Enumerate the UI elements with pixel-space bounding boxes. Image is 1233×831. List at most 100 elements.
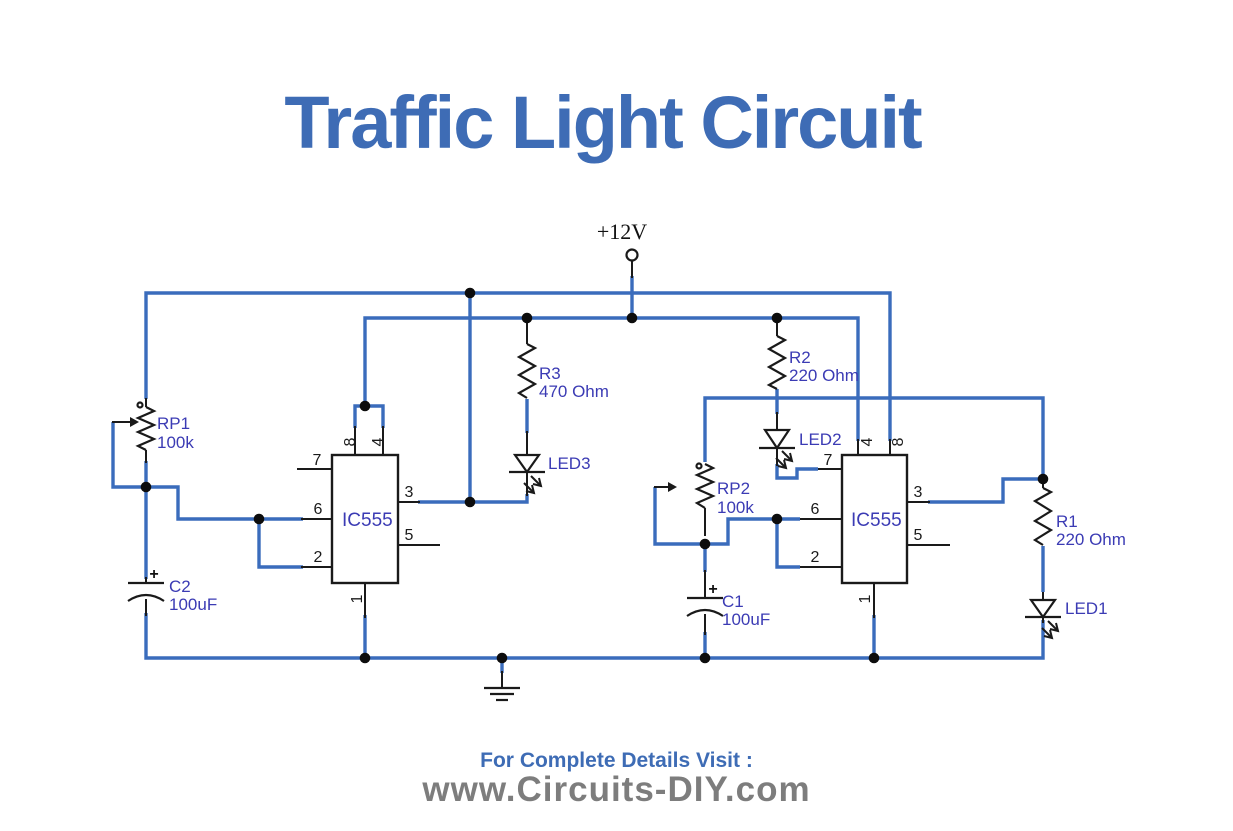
c2-plate-bottom (127, 593, 165, 602)
footer-visit-text: For Complete Details Visit : (480, 749, 753, 772)
ic2-label: IC555 (851, 510, 902, 531)
c2-value-label: 100uF (169, 595, 217, 614)
wire-ic2-pin2-branch (775, 519, 800, 569)
ic2-timer: IC555 7 6 2 3 5 4 8 1 (800, 437, 950, 618)
ic1-label: IC555 (342, 510, 393, 531)
c2-capacitor: + C2 100uF (127, 566, 217, 616)
r1-resistor: R1 220 Ohm (1032, 479, 1126, 549)
led2-ray2-icon (775, 457, 787, 469)
ic2-pin7-label: 7 (824, 452, 833, 469)
junction-dots (140, 287, 1049, 664)
led1-ray1-icon (1047, 620, 1059, 632)
rp1-terminal-mark (136, 401, 144, 409)
footer-site-text: www.Circuits-DIY.com (422, 770, 811, 809)
wire-bottom-rail (144, 613, 1045, 660)
rp1-wiper-arrow-icon (130, 417, 139, 427)
led3-ray2-head-icon (525, 484, 536, 495)
wire-ic1-pin2-branch (257, 519, 303, 569)
ic2-pin2-label: 2 (811, 549, 820, 566)
ic1-pin2-label: 2 (314, 549, 323, 566)
r1-zigzag (1032, 487, 1054, 546)
rp2-wiper-arrow-icon (668, 482, 677, 492)
c1-value-label: 100uF (722, 610, 770, 629)
junction-dot (521, 312, 533, 324)
rp2-zigzag (694, 463, 716, 509)
ic1-pin6-label: 6 (314, 501, 323, 518)
junction-dot (496, 652, 508, 664)
ic1-timer: IC555 7 6 2 3 5 8 4 1 (297, 426, 440, 618)
power-label: +12V (597, 219, 647, 244)
led2-ray1-icon (781, 450, 793, 462)
r1-ref-label: R1 (1056, 512, 1078, 531)
power-terminal: +12V (597, 219, 647, 278)
ic2-pin8-label: 8 (890, 437, 907, 446)
wire-led2-pin7 (775, 464, 818, 480)
junction-dot (771, 513, 783, 525)
page-title: Traffic Light Circuit (284, 81, 922, 164)
ground-symbol (484, 671, 520, 702)
led1: LED1 (1025, 592, 1108, 640)
c1-plate-bottom (686, 608, 724, 617)
rp2-ref-label: RP2 (717, 479, 750, 498)
led3-diode-icon (512, 453, 542, 474)
r3-ref-label: R3 (539, 364, 561, 383)
ic2-pin3-label: 3 (914, 484, 923, 501)
ic1-pin5-label: 5 (405, 527, 414, 544)
rp2-terminal-mark (695, 462, 703, 470)
junction-dot (699, 538, 711, 550)
led3: LED3 (509, 431, 591, 496)
r2-zigzag (766, 335, 788, 390)
ic2-pin5-label: 5 (914, 527, 923, 544)
ic2-body (840, 453, 909, 585)
junction-dot (253, 513, 265, 525)
led1-diode-icon (1028, 598, 1058, 619)
junction-dot (464, 496, 476, 508)
led3-ray2-icon (523, 482, 535, 494)
wire-mid-rail (703, 396, 1045, 480)
r2-value-label: 220 Ohm (789, 366, 859, 385)
led1-ray2-icon (1041, 627, 1053, 639)
led3-ray1-icon (530, 475, 542, 487)
junction-dot (868, 652, 880, 664)
rp2-potentiometer: RP2 100k (654, 462, 754, 536)
ic2-pin4-label: 4 (859, 437, 876, 446)
rp1-value-label: 100k (157, 433, 194, 452)
ic2-pin6-label: 6 (811, 501, 820, 518)
ic1-pin7-label: 7 (313, 452, 322, 469)
wire-rp2-wiper-run (653, 487, 800, 546)
power-terminal-icon (625, 248, 639, 262)
led3-ray1-head-icon (532, 477, 543, 488)
led2: LED2 (759, 412, 842, 470)
wire-rp1-wiper-run (111, 422, 303, 521)
c2-ref-label: C2 (169, 577, 191, 596)
ic2-pin1-label: 1 (857, 594, 874, 603)
led2-diode-icon (762, 428, 792, 450)
led2-ray2-head-icon (777, 459, 788, 470)
wire-top-rail (144, 291, 892, 441)
ic1-body (330, 453, 400, 585)
led2-ray1-head-icon (783, 452, 794, 463)
rp1-ref-label: RP1 (157, 414, 190, 433)
junction-dot (359, 652, 371, 664)
led1-label: LED1 (1065, 599, 1108, 618)
wire-ic1-output (418, 494, 529, 504)
ic1-pin3-label: 3 (405, 484, 414, 501)
r3-zigzag (516, 343, 538, 399)
wire-second-rail (363, 316, 860, 441)
rp2-value-label: 100k (717, 498, 754, 517)
junction-dot (626, 312, 638, 324)
junction-dot (771, 312, 783, 324)
ic1-pin4-label: 4 (370, 437, 387, 446)
led2-label: LED2 (799, 430, 842, 449)
c2-polarity-icon: + (149, 566, 158, 583)
junction-dot (1037, 473, 1049, 485)
r3-resistor: R3 470 Ohm (516, 318, 609, 401)
junction-dot (464, 287, 476, 299)
junction-dot (699, 652, 711, 664)
r1-value-label: 220 Ohm (1056, 530, 1126, 549)
wire-ic2-output (928, 477, 1043, 504)
junction-dot (359, 400, 371, 412)
led1-ray2-head-icon (1043, 629, 1054, 640)
r2-resistor: R2 220 Ohm (766, 318, 859, 390)
